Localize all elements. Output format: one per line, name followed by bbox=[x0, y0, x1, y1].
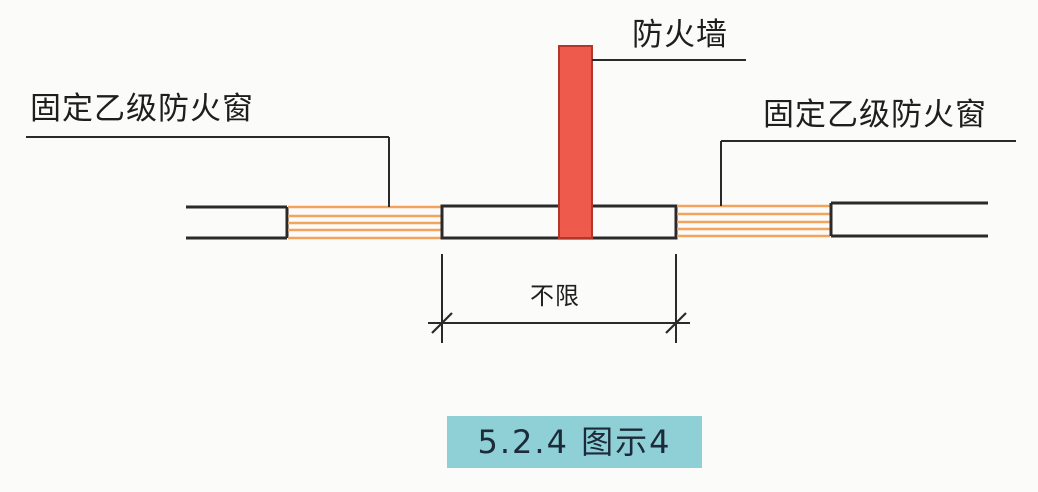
figure-caption-box: 5.2.4 图示4 bbox=[447, 416, 702, 468]
fire-wall-label: 防火墙 bbox=[632, 17, 728, 53]
right-window-leader-line bbox=[720, 140, 1016, 206]
dimension-tick-right bbox=[665, 312, 687, 334]
fire-wall bbox=[558, 45, 593, 239]
figure-caption: 5.2.4 图示4 bbox=[477, 423, 672, 461]
left-window-leader-line bbox=[26, 136, 390, 207]
right-fixed-window-label: 固定乙级防火窗 bbox=[763, 97, 987, 133]
dimension-tick-left bbox=[431, 312, 453, 334]
right-fire-window bbox=[677, 204, 830, 238]
dimension-label: 不限 bbox=[530, 282, 580, 310]
dimension-line bbox=[428, 254, 690, 343]
right-wall-segment bbox=[829, 201, 988, 238]
left-fixed-window-label: 固定乙级防火窗 bbox=[30, 91, 254, 127]
left-wall-segment bbox=[186, 205, 289, 240]
left-fire-window bbox=[288, 205, 441, 240]
